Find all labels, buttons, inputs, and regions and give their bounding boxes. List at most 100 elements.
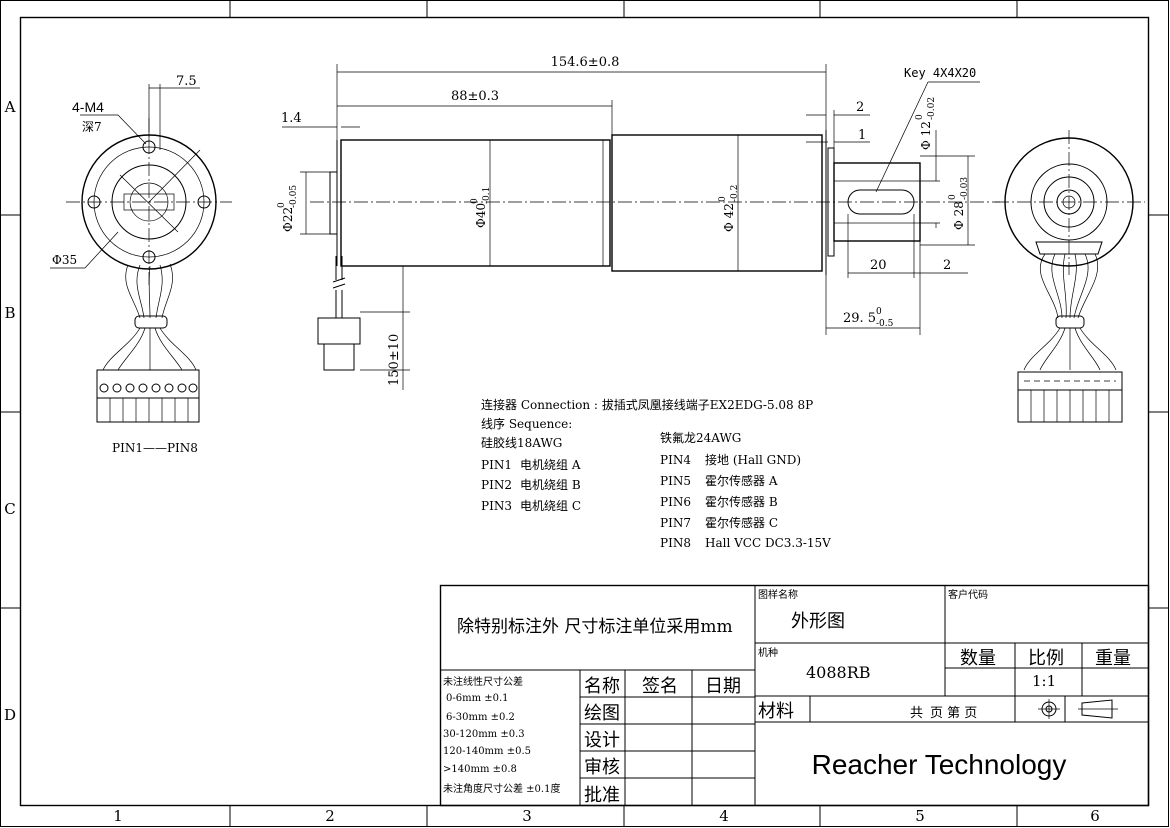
tolerance-row-5: >140mm ±0.8	[443, 764, 517, 775]
pin8-id: PIN8	[660, 536, 691, 550]
scale-value: 1:1	[1032, 672, 1056, 690]
row-label-b: B	[4, 304, 15, 322]
scale-label: 比例	[1028, 648, 1064, 669]
pcd-dim: Φ35	[52, 253, 77, 267]
pin6-id: PIN6	[660, 495, 691, 509]
col-label-6: 6	[1090, 807, 1100, 825]
shaft-step-dim: 2	[856, 100, 864, 115]
col-label-3: 3	[522, 807, 532, 825]
pin7-desc: 霍尔传感器 C	[705, 515, 778, 530]
pin5-desc: 霍尔传感器 A	[705, 473, 778, 488]
tolerance-row-3: 30-120mm ±0.3	[443, 729, 525, 740]
material-label: 材料	[758, 701, 794, 722]
shaft-length-tol-lower: -0.5	[876, 319, 894, 329]
pin1-desc: 电机绕组 A	[520, 458, 581, 472]
drawing-name-label: 图样名称	[758, 588, 798, 601]
pin3-id: PIN3	[481, 499, 512, 513]
rear-dia-tol-upper: 0	[277, 202, 287, 208]
title-block-grid	[439, 584, 1150, 807]
col-label-4: 4	[719, 807, 729, 825]
side-view-dims	[282, 64, 980, 390]
right-wire-header: 铁氟龙24AWG	[660, 431, 741, 445]
hole-depth-callout: 深7	[82, 120, 102, 134]
left-wire-header: 硅胶线18AWG	[481, 435, 562, 450]
pin3-desc: 电机绕组 C	[520, 499, 581, 513]
tolerance-title: 未注线性尺寸公差	[443, 675, 523, 688]
pin4-desc: 接地 (Hall GND)	[705, 452, 801, 467]
pin7-id: PIN7	[660, 516, 691, 530]
weight-label: 重量	[1095, 648, 1131, 669]
pin8-desc: Hall VCC DC3.3-15V	[705, 536, 831, 550]
pin5-id: PIN5	[660, 474, 691, 488]
shaft-dia-dim: Φ 12	[919, 121, 933, 150]
tolerance-row-4: 120-140mm ±0.5	[443, 746, 531, 757]
flange-dim: 1.4	[281, 111, 302, 126]
pin1-id: PIN1	[481, 458, 512, 472]
holes-callout: 4-M4	[72, 99, 104, 115]
pin-range-label: PIN1——PIN8	[112, 441, 198, 455]
company-name: Reacher Technology	[812, 749, 1067, 780]
front-end-view	[66, 118, 232, 423]
customer-code-label: 客户代码	[948, 588, 988, 601]
shaft-length-dim: 29. 5	[843, 311, 876, 326]
projection-symbol	[1038, 699, 1118, 719]
role-approved: 批准	[584, 785, 620, 806]
model-value: 4088RB	[806, 663, 871, 682]
role-checked: 审核	[584, 757, 620, 778]
connector-note: 连接器 Connection : 拔插式凤凰接线端子EX2EDG-5.08 8P	[481, 397, 813, 412]
rear-dia-dim: Φ22	[281, 207, 295, 232]
shaft-dia-tol-lower: -0.02	[927, 97, 937, 120]
angle-tolerance: 未注角度尺寸公差 ±0.1度	[443, 782, 560, 795]
role-designed: 设计	[584, 730, 620, 751]
col-name-header: 名称	[584, 676, 620, 697]
pin6-desc: 霍尔传感器 B	[705, 494, 778, 509]
key-length-dim: 20	[870, 258, 887, 273]
col-label-5: 5	[915, 807, 925, 825]
qty-label: 数量	[960, 648, 996, 669]
gear-dia-tol-upper: 0	[718, 196, 728, 202]
hub-dia-dim: Φ 28	[952, 201, 966, 230]
tolerance-row-2: 6-30mm ±0.2	[446, 712, 515, 723]
rear-dia-tol-lower: -0.05	[289, 185, 299, 208]
col-label-2: 2	[325, 807, 335, 825]
motor-side-view	[310, 130, 1000, 371]
pin4-id: PIN4	[660, 453, 691, 467]
page-number-label: 页 第 页	[930, 706, 977, 721]
col-sign-header: 签名	[642, 676, 678, 697]
shaft-dia-tol-upper: 0	[915, 114, 925, 120]
cable-length-dim: 150±10	[387, 334, 402, 386]
sequence-note: 线序 Sequence:	[481, 416, 572, 431]
pin2-desc: 电机绕组 B	[520, 478, 581, 492]
hub-dia-tol-lower: -0.03	[960, 177, 970, 200]
overall-length-dim: 154.6±0.8	[551, 55, 620, 70]
front-view-dims	[50, 84, 200, 269]
row-label-d: D	[4, 706, 16, 724]
hole-offset-dim: 7.5	[176, 74, 197, 89]
unit-note: 除特别标注外 尺寸标注单位采用mm	[457, 617, 733, 637]
connector-terminals	[99, 383, 198, 422]
role-drawn: 绘图	[584, 703, 620, 724]
body-length-dim: 88±0.3	[451, 89, 499, 104]
shaft-collar-dim: 1	[858, 128, 866, 143]
gear-dia-tol-lower: -0.2	[730, 185, 740, 202]
motor-dia-dim: Φ40	[474, 203, 488, 228]
model-label: 机种	[758, 646, 778, 659]
key-offset-dim: 2	[943, 258, 951, 273]
row-label-a: A	[4, 98, 16, 116]
key-callout: Key 4X4X20	[904, 66, 976, 80]
motor-dia-tol-lower: -0.1	[482, 187, 492, 204]
gear-dia-dim: Φ 42	[722, 203, 736, 232]
total-pages-label: 共	[910, 706, 923, 721]
hub-dia-tol-upper: 0	[948, 194, 958, 200]
tolerance-row-1: 0-6mm ±0.1	[446, 693, 509, 704]
row-label-c: C	[4, 500, 15, 518]
motor-dia-tol-upper: 0	[470, 198, 480, 204]
pin2-id: PIN2	[481, 478, 512, 492]
drawing-name: 外形图	[791, 611, 845, 632]
col-label-1: 1	[113, 807, 123, 825]
rear-end-view	[995, 130, 1145, 423]
col-date-header: 日期	[705, 676, 741, 697]
